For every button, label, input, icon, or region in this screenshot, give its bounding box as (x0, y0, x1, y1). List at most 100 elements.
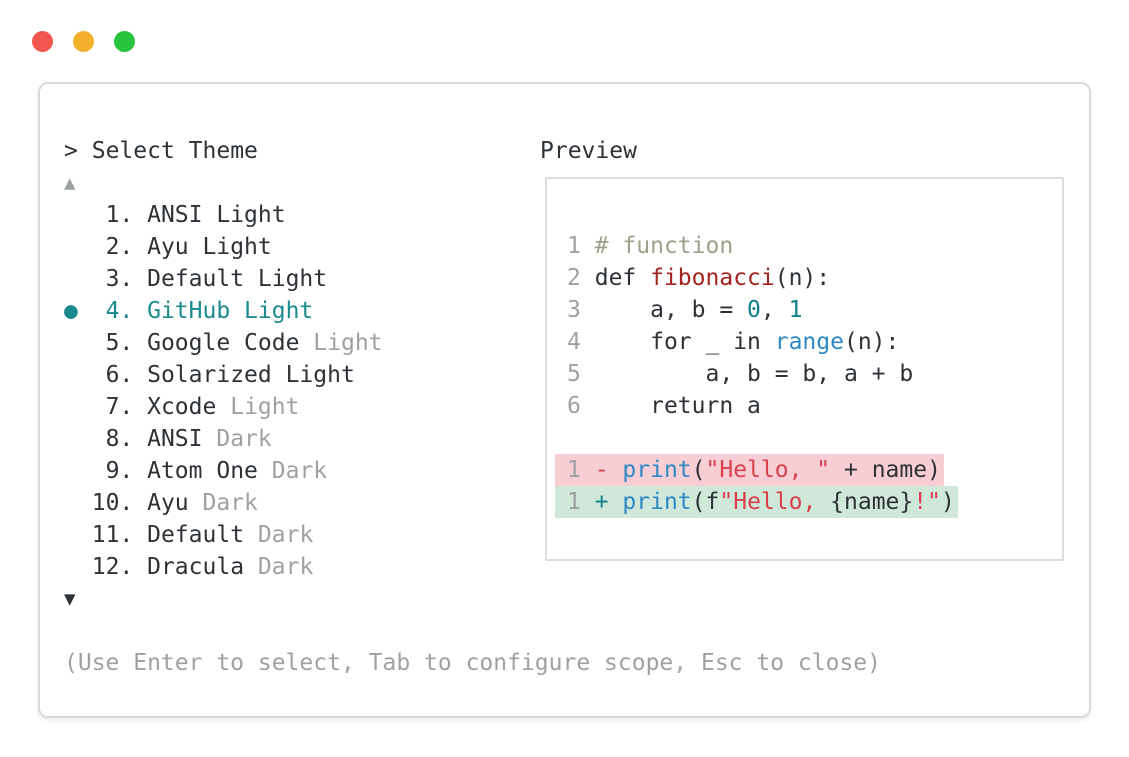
theme-variant-suffix: Dark (216, 426, 272, 452)
theme-variant-suffix: Dark (271, 458, 328, 484)
theme-option-7[interactable]: 7. Xcode Light (64, 391, 881, 423)
theme-name: Xcode (147, 394, 217, 420)
code-token: range (774, 329, 844, 355)
theme-number: 6. (91, 362, 148, 388)
code-token: "Hello, (719, 489, 831, 515)
line-number: 5 (567, 361, 581, 387)
deleted-line-highlight: 1 - print("Hello, " + name) (555, 454, 944, 486)
theme-selector-column: > Select Theme ▲ 1. ANSI Light 2. Ayu Li… (64, 135, 881, 679)
code-token: , (760, 297, 789, 323)
code-token: + name) (830, 457, 941, 483)
theme-number: 3. (91, 266, 148, 292)
preview-label: Preview (540, 138, 637, 164)
code-line: 1 # function (567, 230, 1062, 262)
code-token: ) (940, 489, 955, 515)
theme-name: Default Light (147, 266, 328, 292)
theme-name: Solarized Light (147, 362, 355, 388)
code-line: 6 return a (567, 390, 1062, 422)
code-token: # function (594, 233, 734, 259)
prompt-line: > Select Theme (64, 135, 881, 167)
theme-number: 10. (91, 490, 148, 516)
code-token: return a (594, 393, 761, 419)
theme-option-11[interactable]: 11. Default Dark (64, 519, 881, 551)
theme-option-6[interactable]: 6. Solarized Light (64, 359, 881, 391)
scroll-down-row: ▼ (64, 583, 881, 615)
keyboard-hints: (Use Enter to select, Tab to configure s… (64, 650, 881, 676)
code-line: 5 a, b = b, a + b (567, 358, 1062, 390)
theme-name: Atom One (147, 458, 258, 484)
theme-picker-window: > Select Theme ▲ 1. ANSI Light 2. Ayu Li… (38, 82, 1091, 718)
line-number: 4 (567, 329, 581, 355)
selection-bullet-placeholder (64, 458, 78, 484)
code-line: 2 def fibonacci(n): (567, 262, 1062, 294)
theme-number: 12. (91, 554, 148, 580)
selection-bullet-placeholder (64, 234, 78, 260)
scroll-down-icon[interactable]: ▼ (64, 588, 76, 610)
scroll-up-icon[interactable]: ▲ (64, 172, 76, 194)
line-number: 1 (567, 457, 581, 483)
code-token: {name} (830, 489, 914, 515)
code-token: "Hello, " (705, 457, 831, 483)
theme-name: ANSI (147, 426, 203, 452)
theme-number: 11. (91, 522, 148, 548)
code-token: 0 (747, 297, 761, 323)
selection-bullet-placeholder (64, 266, 78, 292)
code-line: 4 for _ in range(n): (567, 326, 1062, 358)
zoom-button[interactable] (114, 31, 135, 52)
diff-line-ins: 1 + print(f"Hello, {name}!") (555, 486, 1062, 518)
line-number: 1 (567, 489, 581, 515)
theme-variant-suffix: Light (230, 394, 300, 420)
theme-number: 5. (91, 330, 148, 356)
code-token: !" (913, 489, 941, 515)
code-token: (f (691, 489, 720, 515)
theme-name: Default (147, 522, 245, 548)
selection-bullet-placeholder (64, 426, 78, 452)
theme-number: 7. (91, 394, 148, 420)
theme-name: Dracula (147, 554, 245, 580)
theme-option-8[interactable]: 8. ANSI Dark (64, 423, 881, 455)
line-number: 6 (567, 393, 581, 419)
code-line: 3 a, b = 0, 1 (567, 294, 1062, 326)
line-number: 2 (567, 265, 581, 291)
window-controls (32, 31, 135, 52)
code-token: def (594, 265, 651, 291)
code-token: fibonacci (650, 265, 775, 291)
theme-variant-suffix: Dark (202, 490, 258, 516)
code-token: + (594, 489, 623, 515)
selection-bullet-placeholder (64, 362, 78, 388)
line-number: 3 (567, 297, 581, 323)
blank-line (567, 422, 1062, 454)
selection-bullet-icon: ● (64, 298, 78, 324)
theme-option-1[interactable]: 1. ANSI Light (64, 199, 881, 231)
diff-line-del: 1 - print("Hello, " + name) (555, 454, 1062, 486)
code-token: a, b = b, a + b (594, 361, 914, 387)
theme-option-5[interactable]: 5. Google Code Light (64, 327, 881, 359)
theme-variant-suffix: Dark (257, 554, 314, 580)
code-token: (n): (843, 329, 900, 355)
selection-bullet-placeholder (64, 202, 78, 228)
selection-bullet-placeholder (64, 330, 78, 356)
theme-variant-suffix: Dark (257, 522, 314, 548)
selection-bullet-placeholder (64, 554, 78, 580)
theme-number: 4. (91, 298, 148, 324)
spacer-row (64, 615, 881, 647)
theme-option-4[interactable]: ● 4. GitHub Light (64, 295, 881, 327)
selection-bullet-placeholder (64, 394, 78, 420)
code-token: print (622, 457, 692, 483)
code-token: 1 (788, 297, 803, 323)
theme-option-3[interactable]: 3. Default Light (64, 263, 881, 295)
theme-option-12[interactable]: 12. Dracula Dark (64, 551, 881, 583)
theme-option-2[interactable]: 2. Ayu Light (64, 231, 881, 263)
theme-option-9[interactable]: 9. Atom One Dark (64, 455, 881, 487)
code-token: ( (691, 457, 706, 483)
minimize-button[interactable] (73, 31, 94, 52)
theme-number: 8. (91, 426, 148, 452)
line-number: 1 (567, 233, 581, 259)
code-token: (n): (774, 265, 831, 291)
code-token: - (594, 457, 623, 483)
theme-option-10[interactable]: 10. Ayu Dark (64, 487, 881, 519)
theme-number: 2. (91, 234, 148, 260)
close-button[interactable] (32, 31, 53, 52)
